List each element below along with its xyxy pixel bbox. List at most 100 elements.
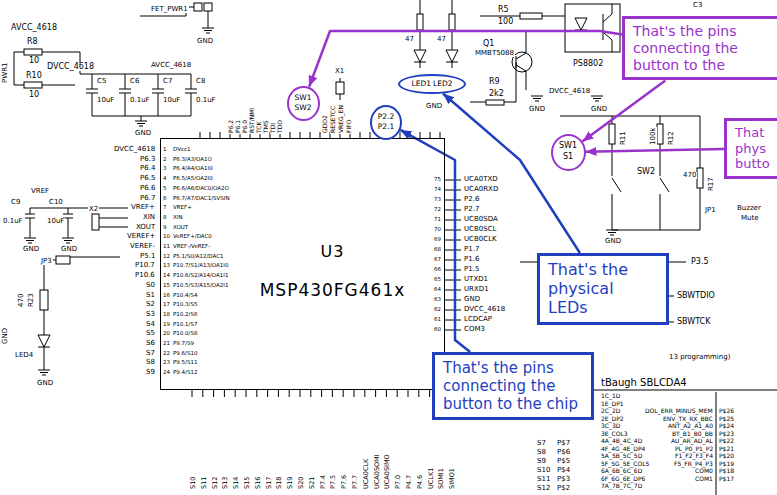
ground-symbol: [135, 121, 147, 126]
pin-label: P9.7/S9: [172, 341, 195, 347]
resistor-symbol: [697, 168, 703, 188]
pin-label: GND: [463, 296, 481, 303]
pin-stub: [321, 390, 322, 397]
highlight-ellipse: SW1SW2: [287, 86, 320, 121]
pin-label: LED4: [14, 352, 34, 359]
crystal-wire: [340, 78, 341, 100]
pin-label: UCB0SCL: [463, 226, 498, 233]
pin-label: P5.1: [139, 253, 156, 260]
transistor-wire: [470, 30, 526, 102]
pin-label: 6: [162, 196, 168, 202]
resistor-symbol: [449, 14, 455, 30]
pin-label: 8: [162, 215, 168, 221]
pin-stub: [445, 310, 461, 311]
pin-label: P6.6/A6/DAC0/OA2O: [172, 186, 230, 192]
pin-label: P$7: [556, 440, 571, 447]
pin-label: DVCC_4618: [113, 146, 156, 153]
pin-label: PS8802: [572, 60, 604, 68]
pin-label: COM1: [694, 476, 714, 482]
pin-label: SW1: [295, 94, 312, 102]
pin-label: 5F_5G_5E_COL5: [600, 461, 650, 467]
pin-label: 7: [162, 205, 168, 211]
crystal-symbol: [336, 82, 344, 94]
pin-label: C10: [48, 199, 64, 206]
pin-label: 16: [162, 293, 171, 299]
pin-label: AVCC_4618: [10, 24, 58, 32]
pin-label: 7A_7B_7C_7D: [600, 483, 643, 489]
pin-label: GND: [196, 38, 214, 45]
jumper-symbol: [56, 256, 70, 264]
pin-label: AU_AR_AD_AL: [670, 438, 714, 444]
pin-label: 12: [162, 254, 171, 260]
pin-label: P$20: [718, 453, 735, 459]
callout-box: That's the physical LEDs: [537, 253, 669, 325]
pin-label: P10.5/S3/A15/OA2I1: [172, 283, 230, 289]
pin-label: P10.1/S7: [172, 322, 198, 328]
ground-symbol: [591, 96, 603, 101]
pin-label: GND: [590, 106, 608, 113]
pin-label: TCK: [256, 121, 262, 134]
pin-label: GND: [134, 130, 152, 137]
pin-label: 47: [404, 36, 415, 43]
pin-label: X1: [334, 68, 345, 75]
pin-stub: [445, 290, 461, 291]
pin-stub: [235, 390, 236, 397]
pin-stub: [343, 390, 344, 397]
pin-label: 71: [433, 217, 442, 223]
pin-label: 47: [436, 36, 447, 43]
pin-label: P$22: [718, 438, 735, 444]
pin-label: P6.0: [242, 119, 248, 134]
pin-label: DVcc1: [172, 147, 191, 153]
pin-label: P7.0: [395, 474, 402, 490]
pin-stub: [310, 390, 311, 397]
jumper-symbol: [204, 3, 212, 11]
jumper-symbol: [194, 3, 202, 11]
pin-label: XIN: [172, 215, 184, 221]
pin-label: 10: [162, 234, 171, 240]
pin-label: P6.2: [228, 119, 234, 134]
pin-label: C5: [96, 78, 107, 85]
pin-label: S14: [233, 476, 240, 490]
ground-symbol: [606, 230, 618, 235]
pin-label: VEREF-: [129, 243, 156, 250]
pin-stub: [445, 180, 461, 181]
pin-label: P1.7: [463, 246, 480, 253]
pin-stub: [386, 390, 387, 397]
pin-label: VEREF+: [126, 233, 156, 240]
pin-label: S12: [212, 476, 219, 490]
ground-symbol: [531, 96, 543, 101]
pin-label: COM0: [694, 468, 714, 474]
pin-label: VREF+: [172, 205, 193, 211]
highlight-ellipse: LED1LED2: [398, 74, 466, 94]
pin-label: 4F_4G_4E_DP4: [600, 446, 646, 452]
pin-label: P$17: [718, 476, 735, 482]
pin-label: LED1: [412, 80, 431, 88]
pin-label: BT_B1_B0_BB: [671, 431, 714, 437]
highlight-ellipse: SW1S1: [551, 134, 586, 171]
pin-label: FET_PWR1: [150, 6, 189, 13]
crystal-wire: [99, 218, 128, 227]
pin-label: P6.4/A4/OA1I0: [172, 166, 214, 172]
pin-stub: [246, 390, 247, 397]
led-wire: [38, 257, 120, 370]
pin-label: P2.7: [463, 206, 480, 213]
pin-label: DVCC_4618: [548, 88, 591, 95]
ground-symbol: [24, 238, 36, 243]
pin-stub: [397, 390, 398, 397]
pin-label: GND: [425, 103, 443, 110]
pin-stub: [445, 330, 461, 331]
pin-label: VREG_EN: [338, 104, 344, 134]
pin-label: 74: [433, 187, 442, 193]
pin-label: S9: [536, 458, 547, 465]
pin-label: S5: [145, 330, 156, 337]
pin-label: UCA0TXD: [463, 176, 499, 183]
pin-label: JP3: [40, 258, 53, 265]
pin-label: S7: [145, 350, 156, 357]
pin-label: 60: [433, 327, 442, 333]
pin-label: S20: [298, 476, 305, 490]
pin-label: S16: [255, 476, 262, 490]
pin-label: 68: [433, 247, 442, 253]
pin-label: P10.6/S2/A14/OA1I1: [172, 273, 230, 279]
pin-label: S11: [536, 476, 551, 483]
pin-label: P2.6: [463, 196, 480, 203]
